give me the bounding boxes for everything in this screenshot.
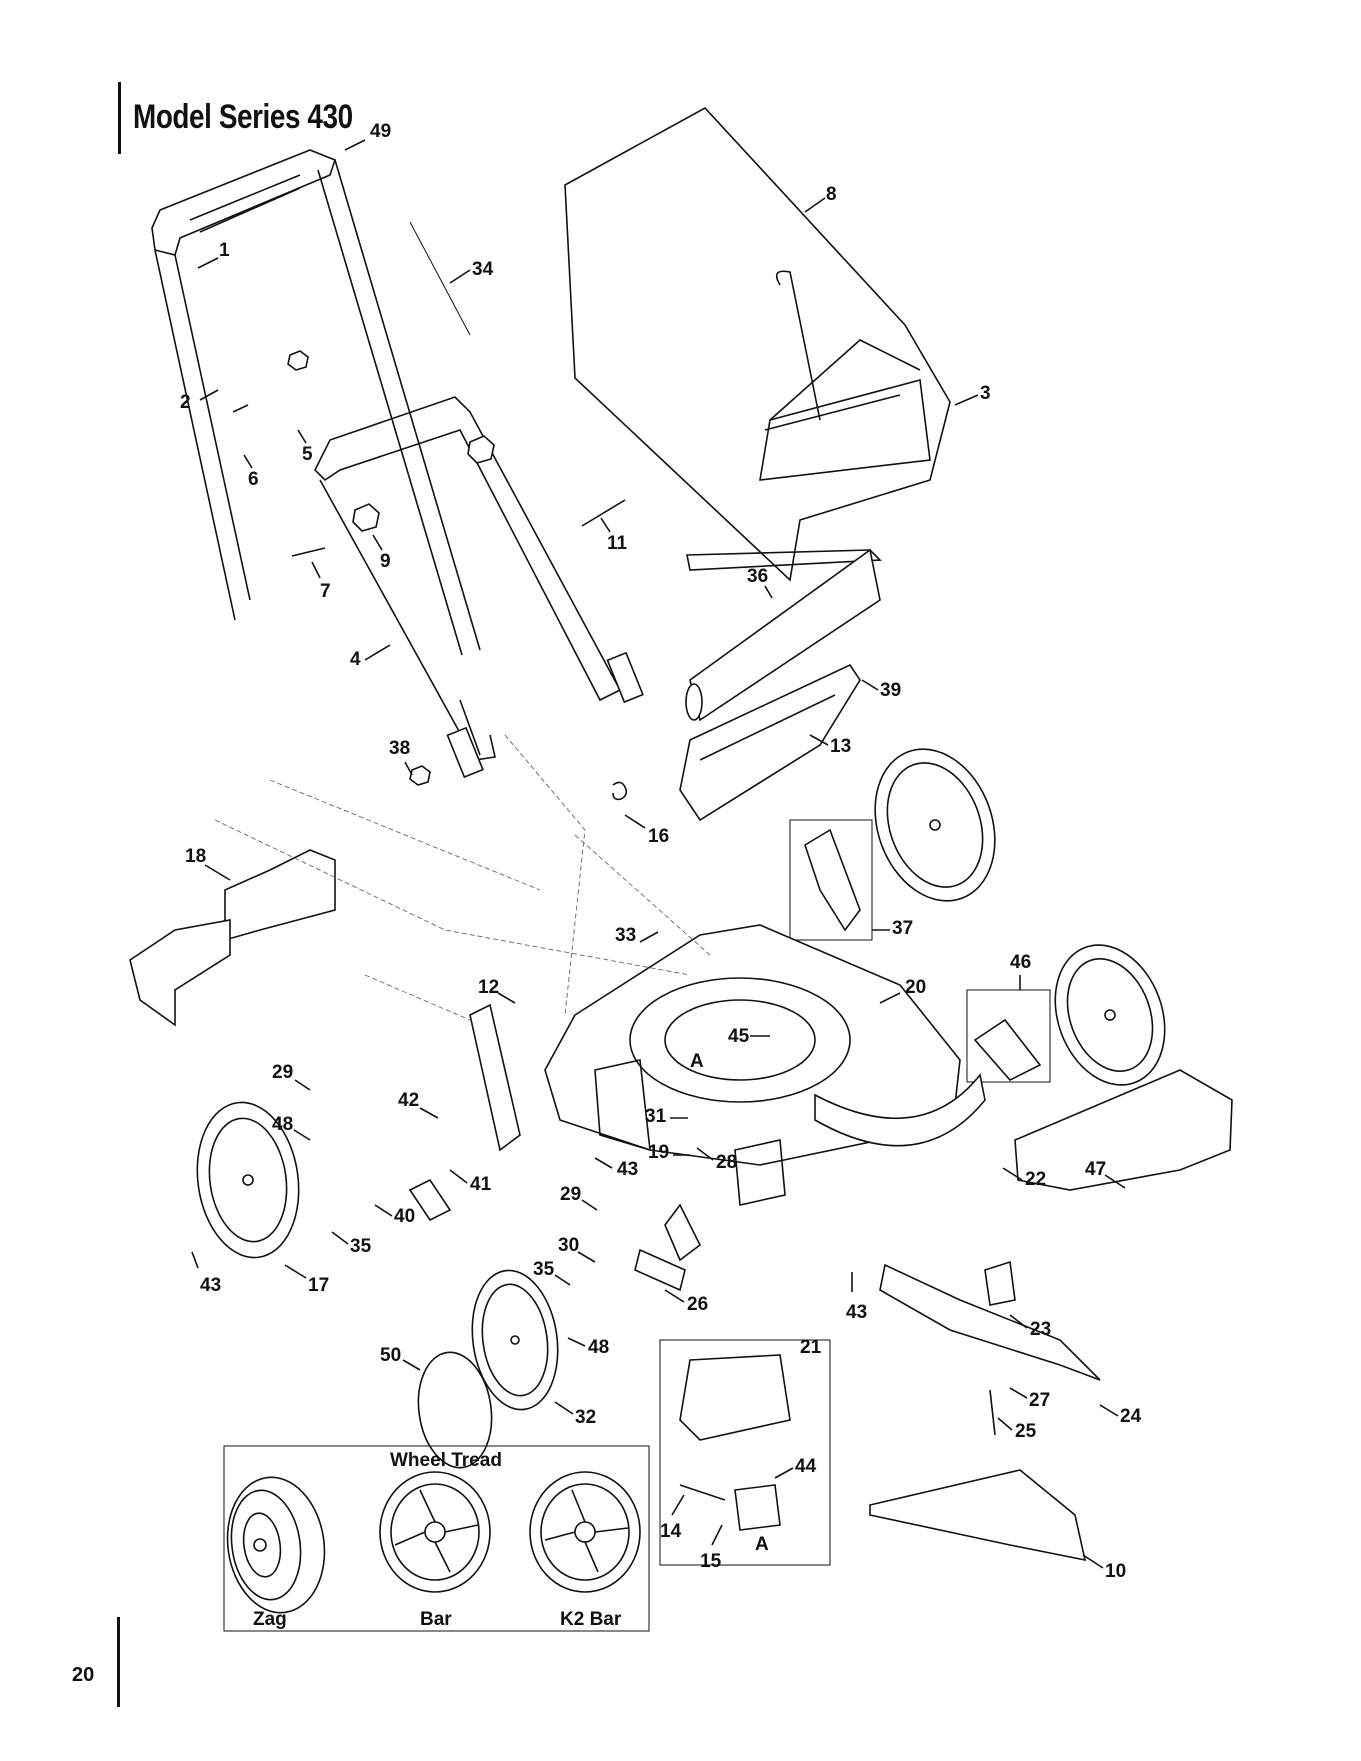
callout: 32 (575, 1407, 596, 1428)
callout: 38 (389, 738, 410, 759)
callout: 41 (470, 1174, 492, 1195)
plate-28 (665, 1205, 700, 1260)
callout: 28 (716, 1152, 737, 1173)
deck-reference-marker: A (690, 1051, 704, 1072)
inset-box-46 (967, 990, 1050, 1082)
wheel-icon (219, 1471, 333, 1619)
callout: 30 (558, 1235, 579, 1256)
mulch-plug-10 (870, 1470, 1085, 1560)
callout: 39 (880, 680, 901, 701)
callout: 17 (308, 1275, 329, 1296)
callout: 42 (398, 1090, 419, 1111)
callout: 40 (394, 1206, 415, 1227)
callout: 13 (830, 736, 851, 757)
callout: 50 (380, 1345, 401, 1366)
callout: 16 (648, 826, 669, 847)
page-number: 20 (72, 1664, 94, 1687)
callout: 6 (248, 469, 259, 490)
wheel-icon (530, 1472, 640, 1592)
callout: 7 (320, 581, 331, 602)
callout: 26 (687, 1294, 708, 1315)
callout: 3 (980, 383, 991, 404)
callout: 36 (747, 566, 768, 587)
callout: 47 (1085, 1159, 1106, 1180)
callout: 27 (1029, 1390, 1050, 1411)
callout: 10 (1105, 1561, 1126, 1582)
callout: 5 (302, 444, 313, 465)
callout: 37 (892, 918, 913, 939)
grass-bag-handle-21 (680, 1355, 790, 1440)
callout: 25 (1015, 1421, 1037, 1442)
pin-14 (680, 1485, 725, 1500)
callout: 33 (615, 925, 636, 946)
callout: 15 (700, 1551, 722, 1572)
callout: 12 (478, 977, 499, 998)
grass-bag-icon (565, 108, 950, 580)
callout: 11 (607, 533, 628, 554)
callout: 46 (1010, 952, 1031, 973)
callout: 31 (645, 1106, 667, 1127)
callout: 2 (180, 392, 191, 413)
callout: 19 (648, 1142, 669, 1163)
bracket-15 (735, 1485, 780, 1530)
callout: 48 (272, 1114, 293, 1135)
inset-reference-marker: A (755, 1534, 769, 1555)
callout: 45 (728, 1026, 750, 1047)
wheel-icon (380, 1472, 490, 1592)
callout: 24 (1120, 1406, 1142, 1427)
upper-handle-icon (152, 150, 480, 655)
height-adjuster-46 (975, 1020, 1040, 1080)
callout: 29 (560, 1184, 581, 1205)
callout: 4 (350, 649, 361, 670)
callout: 22 (1025, 1169, 1046, 1190)
height-adjuster-37 (805, 830, 860, 930)
callout: 21 (800, 1337, 822, 1358)
mower-deck-icon (545, 925, 960, 1205)
spring-16 (613, 782, 626, 799)
tread-option-zag: Zag (253, 1609, 287, 1630)
callout: 44 (795, 1456, 817, 1477)
callout: 35 (350, 1236, 372, 1257)
callout: 29 (272, 1062, 293, 1083)
callout: 34 (472, 259, 494, 280)
wheel-icon (855, 732, 1015, 918)
wheel-tread-heading: Wheel Tread (390, 1450, 502, 1471)
callout: 18 (185, 846, 206, 867)
inset-box-37 (790, 820, 872, 940)
callout: 23 (1030, 1319, 1051, 1340)
height-adjuster-plate (470, 1005, 520, 1150)
bracket-41 (410, 1180, 450, 1220)
callout: 1 (219, 240, 230, 261)
wheel-tread-box: Wheel Tread Zag Bar K2 Bar (219, 1446, 649, 1631)
wheel-icon (1037, 930, 1184, 1101)
tread-option-bar: Bar (420, 1609, 452, 1630)
side-chute-47 (1015, 1070, 1232, 1190)
callout: 49 (370, 121, 391, 142)
pin-6 (233, 405, 248, 412)
callout: 9 (380, 551, 391, 572)
blade-icon (880, 1262, 1100, 1435)
footer-rule (117, 1617, 120, 1707)
callout: 8 (826, 184, 837, 205)
discharge-chute-18 (130, 850, 335, 1025)
control-cable (410, 222, 470, 335)
callout: 35 (533, 1259, 555, 1280)
callout: 43 (846, 1302, 867, 1323)
callout: 20 (905, 977, 926, 998)
tread-option-k2-bar: K2 Bar (560, 1609, 622, 1630)
callout: 14 (660, 1521, 682, 1542)
callout: 43 (617, 1159, 638, 1180)
callout: 48 (588, 1337, 609, 1358)
bolt-7 (292, 548, 325, 556)
callout: 43 (200, 1275, 221, 1296)
